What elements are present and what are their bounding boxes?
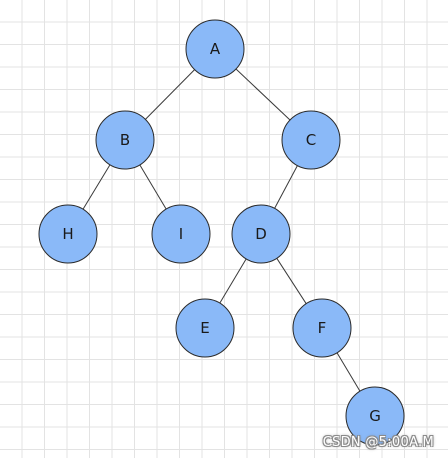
tree-node-e: E — [175, 298, 235, 358]
nodes-layer: A B C H I D E F G — [38, 19, 405, 446]
node-label-f: F — [318, 319, 327, 337]
edges-layer — [82, 68, 361, 392]
tree-node-f: F — [292, 298, 352, 358]
node-circle-d — [231, 204, 291, 264]
node-label-e: E — [200, 319, 209, 337]
edge-c-d — [274, 165, 298, 209]
node-circle-a — [185, 19, 245, 79]
edge-b-h — [82, 164, 111, 210]
edge-d-f — [276, 258, 307, 304]
node-label-b: B — [120, 131, 130, 149]
edge-a-c — [235, 68, 291, 121]
tree-node-c: C — [281, 110, 341, 170]
tree-node-h: H — [38, 204, 98, 264]
edge-d-e — [219, 258, 247, 304]
tree-node-d: D — [231, 204, 291, 264]
tree-node-b: B — [95, 110, 155, 170]
node-label-i: I — [179, 225, 183, 243]
node-circle-f — [292, 298, 352, 358]
tree-node-a: A — [185, 19, 245, 79]
node-label-c: C — [306, 131, 316, 149]
watermark: CSDN @5:00A.M — [322, 435, 434, 450]
node-label-g: G — [369, 407, 381, 425]
node-label-h: H — [62, 225, 73, 243]
node-label-a: A — [210, 40, 221, 58]
node-circle-g — [345, 386, 405, 446]
node-circle-h — [38, 204, 98, 264]
node-circle-e — [175, 298, 235, 358]
node-circle-b — [95, 110, 155, 170]
tree-node-g: G — [345, 386, 405, 446]
edge-a-b — [145, 69, 195, 120]
edge-b-i — [139, 164, 167, 210]
node-circle-i — [151, 204, 211, 264]
node-circle-c — [281, 110, 341, 170]
tree-node-i: I — [151, 204, 211, 264]
edge-f-g — [336, 352, 361, 392]
node-label-d: D — [255, 225, 267, 243]
